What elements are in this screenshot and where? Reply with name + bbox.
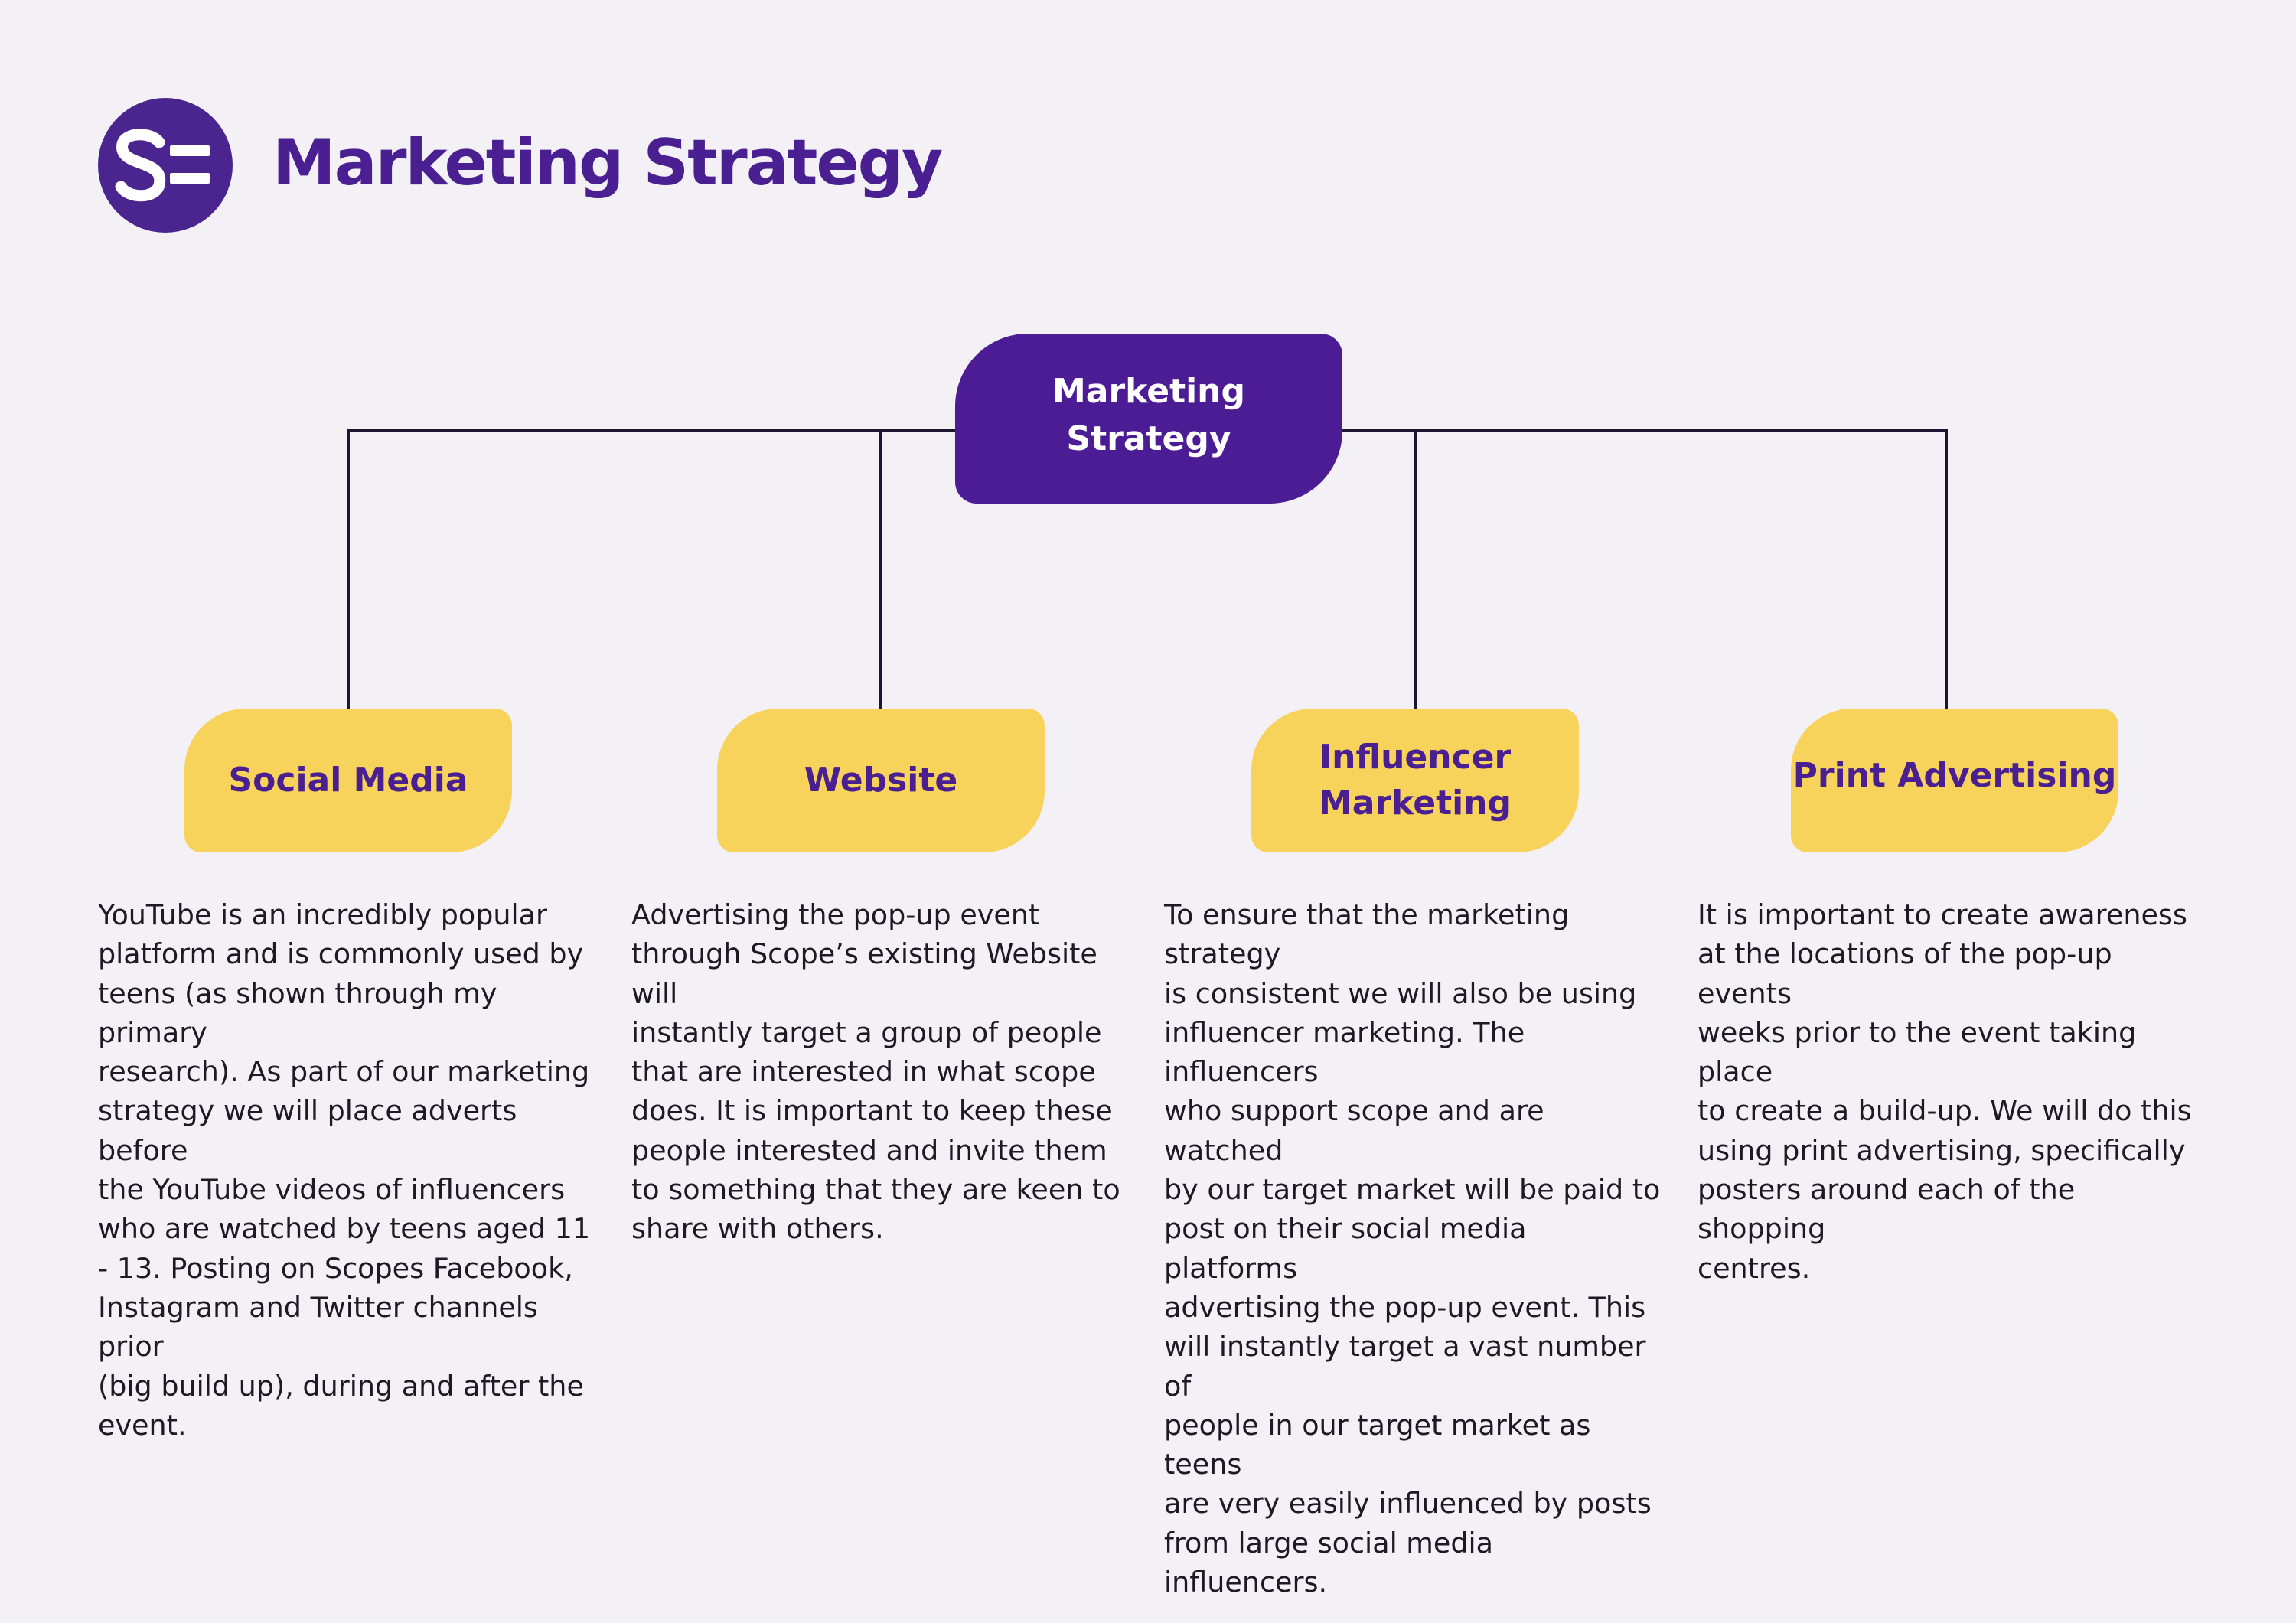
description-influencer-marketing: To ensure that the marketing strategy is… [1164, 898, 1661, 1599]
description-print-advertising: It is important to create awareness at t… [1698, 898, 2192, 1285]
description-social-media: YouTube is an incredibly popular platfor… [98, 898, 591, 1442]
root-node-label: Marketing Strategy [1052, 372, 1246, 458]
description-website: Advertising the pop-up event through Sco… [631, 898, 1120, 1246]
node-label-print-advertising: Print Advertising [1792, 756, 2117, 795]
node-label-influencer-marketing: Influencer Marketing [1318, 738, 1512, 823]
scope-logo [98, 98, 233, 233]
node-print-advertising: Print Advertising [1791, 709, 2118, 852]
node-influencer-marketing: Influencer Marketing [1251, 709, 1579, 852]
node-label-website: Website [804, 761, 958, 800]
node-social-media: Social Media [184, 709, 512, 852]
page-title: Marketing Strategy [272, 125, 943, 200]
root-node-marketing-strategy: Marketing Strategy [955, 334, 1342, 504]
node-label-social-media: Social Media [228, 761, 468, 800]
logo-glyph [115, 129, 210, 202]
node-website: Website [717, 709, 1045, 852]
